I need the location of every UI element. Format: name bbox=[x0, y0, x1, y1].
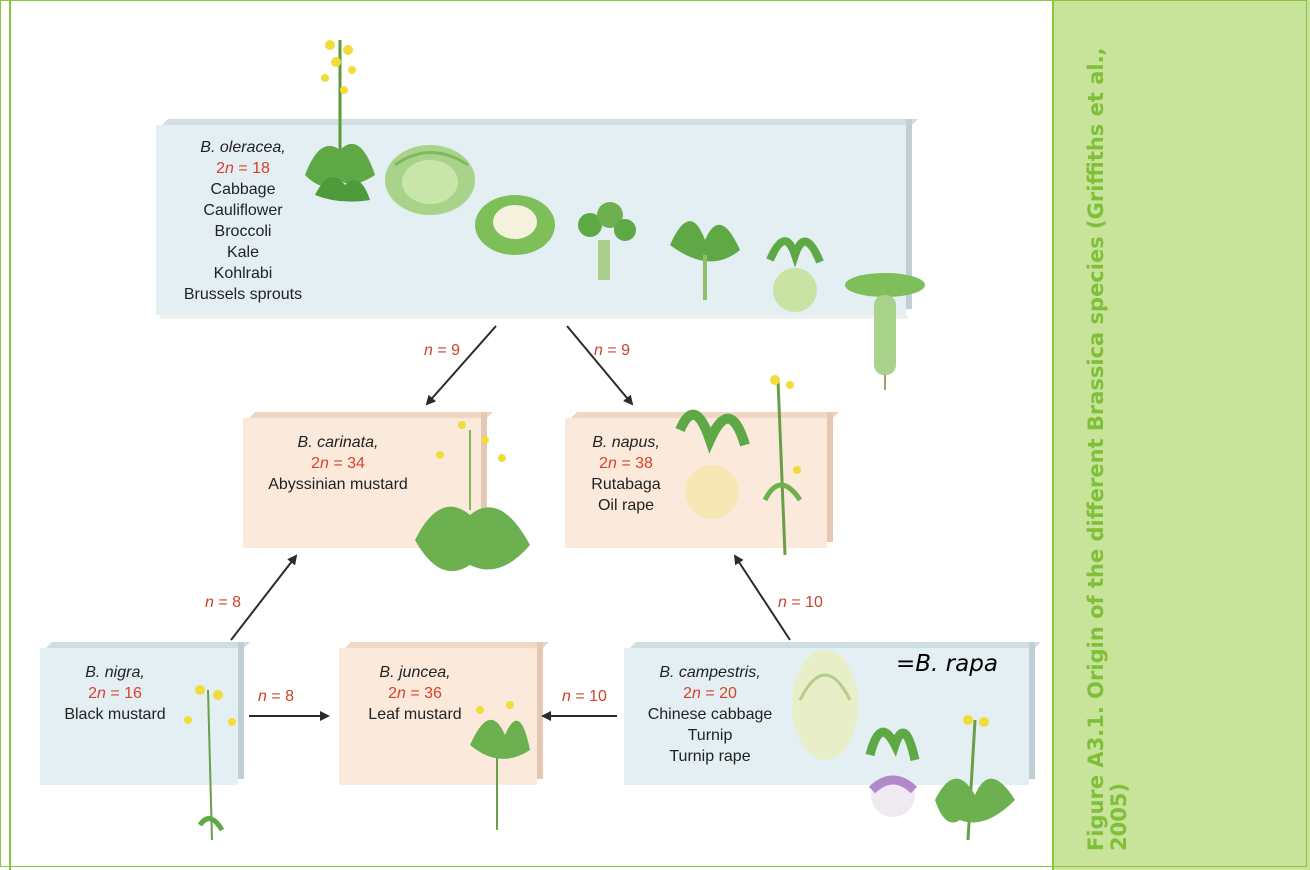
figure-frame bbox=[0, 0, 1307, 867]
figure-page: B. oleracea, 2n = 18 Cabbage Cauliflower… bbox=[0, 0, 1310, 870]
